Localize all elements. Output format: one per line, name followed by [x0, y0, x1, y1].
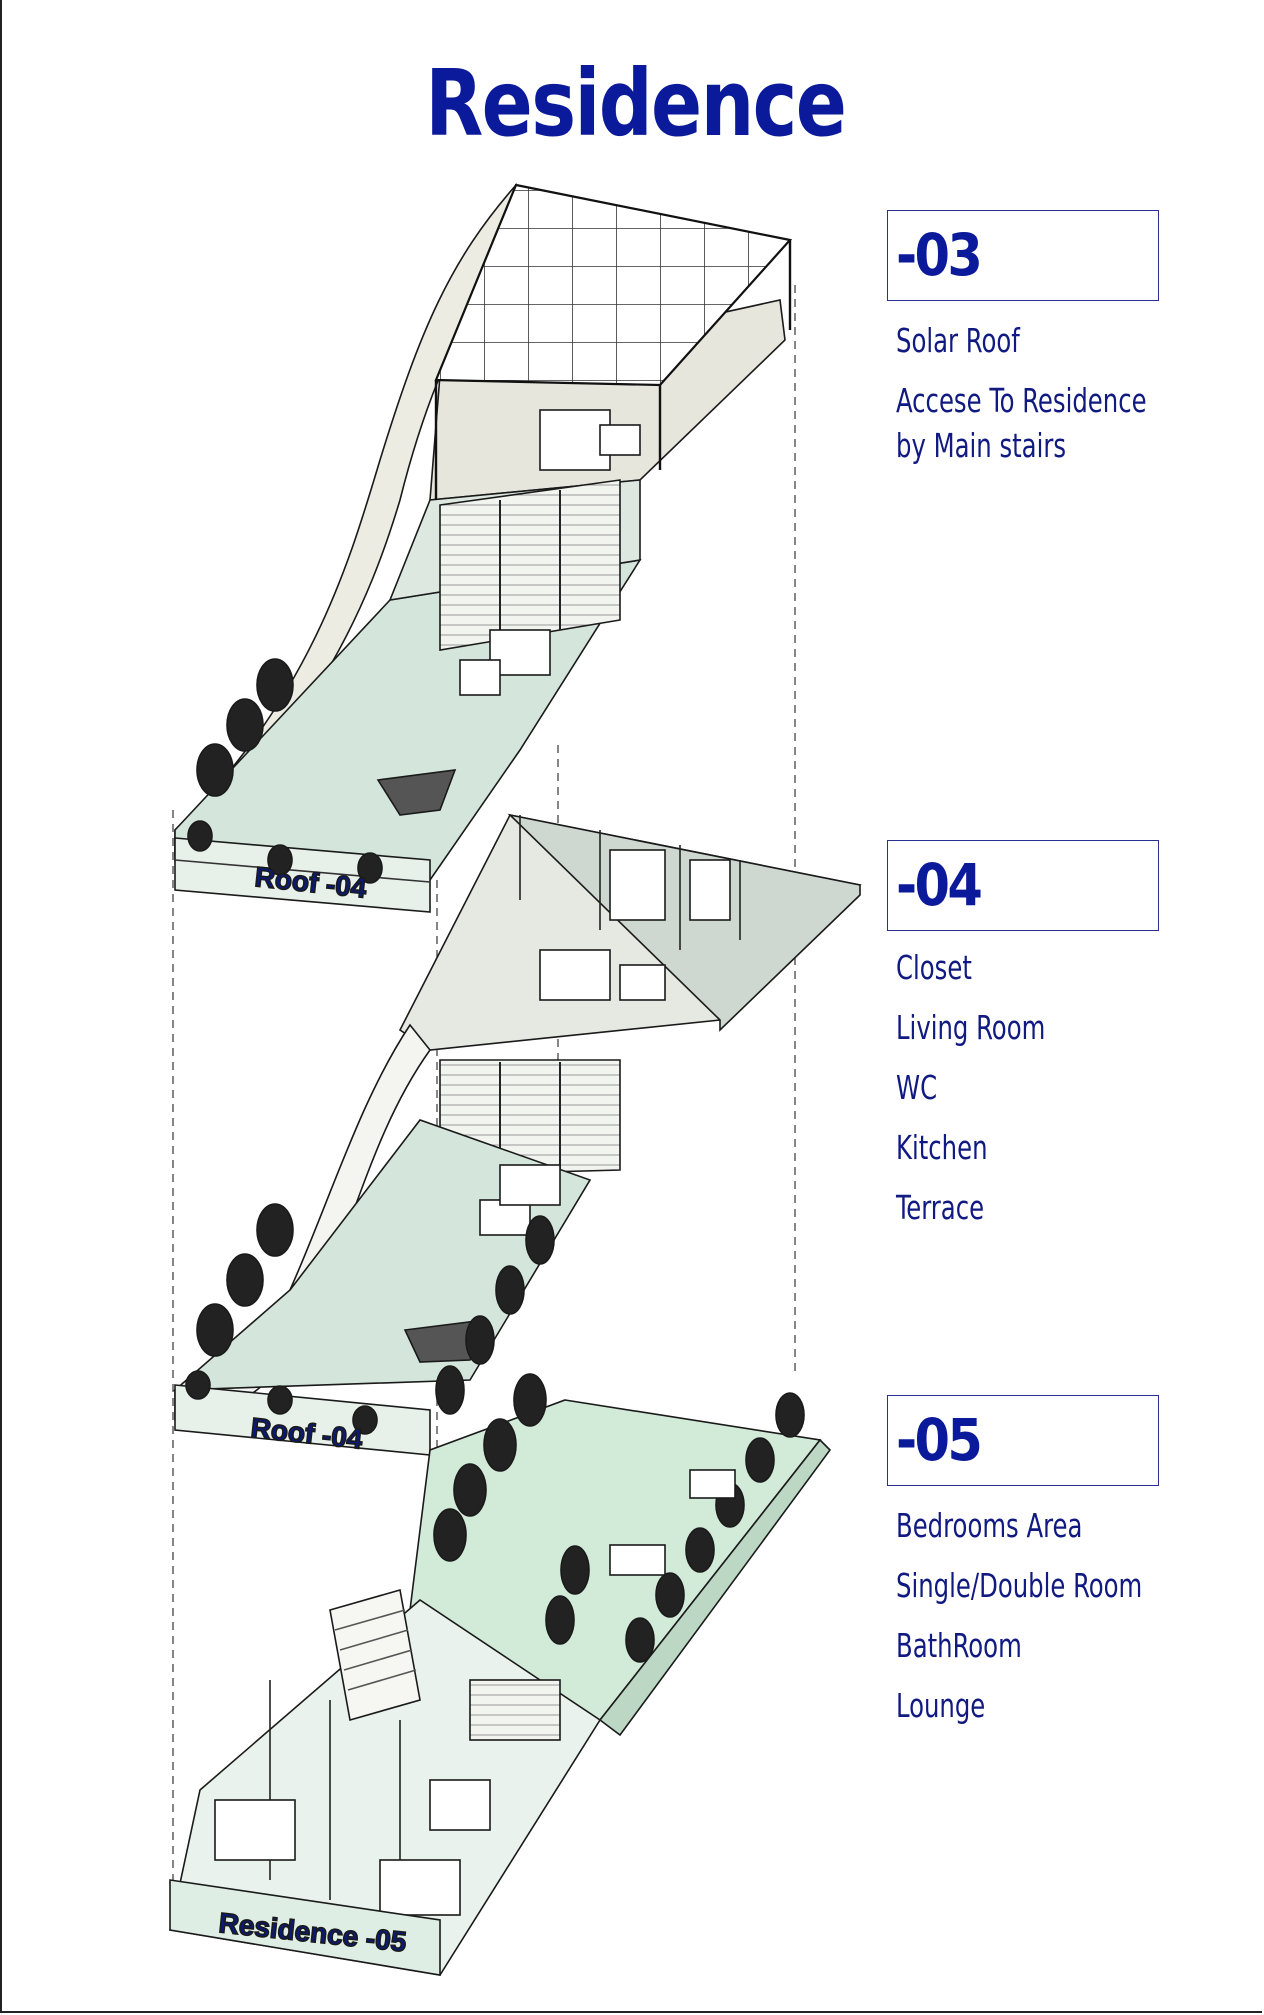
- level-list-03: Solar Roof Accese To Residence by Main s…: [896, 318, 1216, 483]
- level-list-04: Closet Living Room WC Kitchen Terrace: [896, 945, 1078, 1245]
- page-title: Residence: [425, 50, 847, 157]
- level-card-04: -04: [887, 840, 1159, 931]
- level-04-item: Terrace: [896, 1188, 985, 1227]
- level-03-model: Roof -04: [174, 183, 793, 913]
- level-04-item: Living Room: [896, 1008, 1046, 1047]
- level-03-item: Solar Roof: [896, 321, 1020, 360]
- level-05-item: Single/Double Room: [896, 1566, 1143, 1605]
- level-card-03: -03: [887, 210, 1159, 301]
- level-04-item: WC: [896, 1068, 938, 1107]
- level-05-model: Residence -05: [169, 1373, 832, 1976]
- level-code-04: -04: [896, 851, 983, 919]
- level-03-item: Accese To Residence by Main stairs: [896, 381, 1147, 465]
- level-04-model: Roof -04: [172, 813, 862, 1456]
- level-05-item: Lounge: [896, 1686, 986, 1725]
- level-04-item: Closet: [896, 948, 972, 987]
- level-code-05: -05: [896, 1406, 983, 1474]
- level-04-item: Kitchen: [896, 1128, 988, 1167]
- level-card-05: -05: [887, 1395, 1159, 1486]
- level-code-03: -03: [896, 221, 983, 289]
- level-05-item: Bedrooms Area: [896, 1506, 1083, 1545]
- level-list-05: Bedrooms Area Single/Double Room BathRoo…: [896, 1503, 1196, 1743]
- level-05-item: BathRoom: [896, 1626, 1022, 1665]
